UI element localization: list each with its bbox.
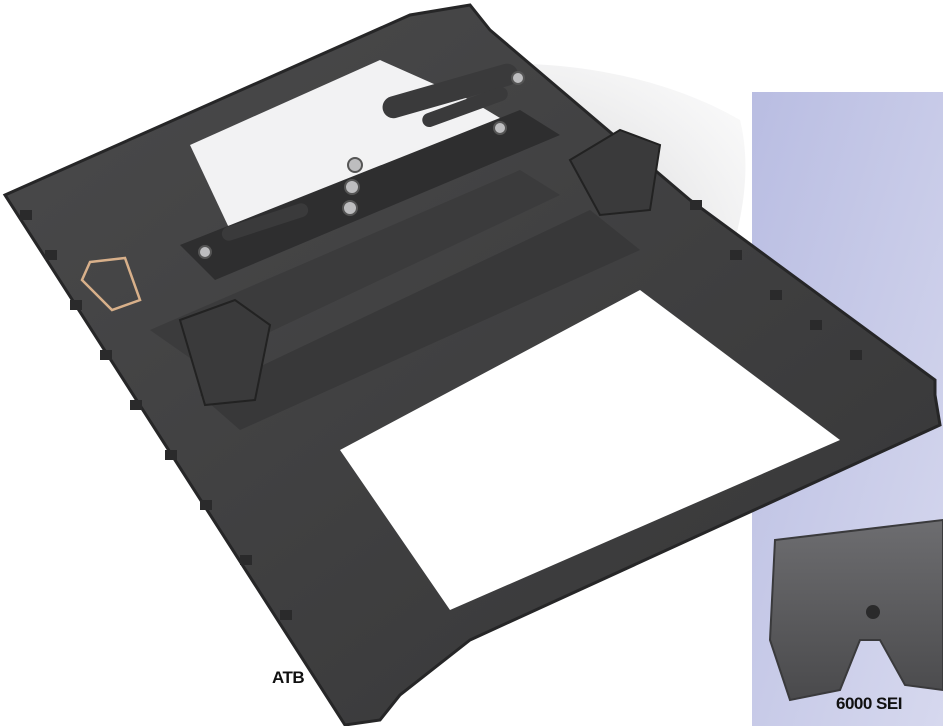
spring-upper xyxy=(382,63,518,119)
plate-edge-teeth-right xyxy=(690,200,862,360)
bolt xyxy=(342,200,358,216)
atb-caption: ATB xyxy=(272,668,305,687)
hitch-kingpin-hole xyxy=(866,605,880,619)
slide-rail-middle xyxy=(200,210,640,430)
spring-middle xyxy=(422,87,508,127)
fifth-wheel-hitch xyxy=(768,518,943,702)
release-handle-highlight xyxy=(80,256,142,312)
bolt xyxy=(347,157,363,173)
bolt xyxy=(344,179,360,195)
plate-edge-teeth-left xyxy=(20,210,292,620)
series-caption: 6000 SEI xyxy=(836,694,902,713)
bolt xyxy=(493,121,507,135)
plate-window-lower xyxy=(340,290,840,610)
bolt xyxy=(198,245,212,259)
pivot-bracket-right xyxy=(568,128,662,217)
bolt xyxy=(511,71,525,85)
pivot-bracket-left xyxy=(178,298,272,407)
mechanism-bar xyxy=(180,110,560,280)
spring-lower xyxy=(221,203,309,241)
